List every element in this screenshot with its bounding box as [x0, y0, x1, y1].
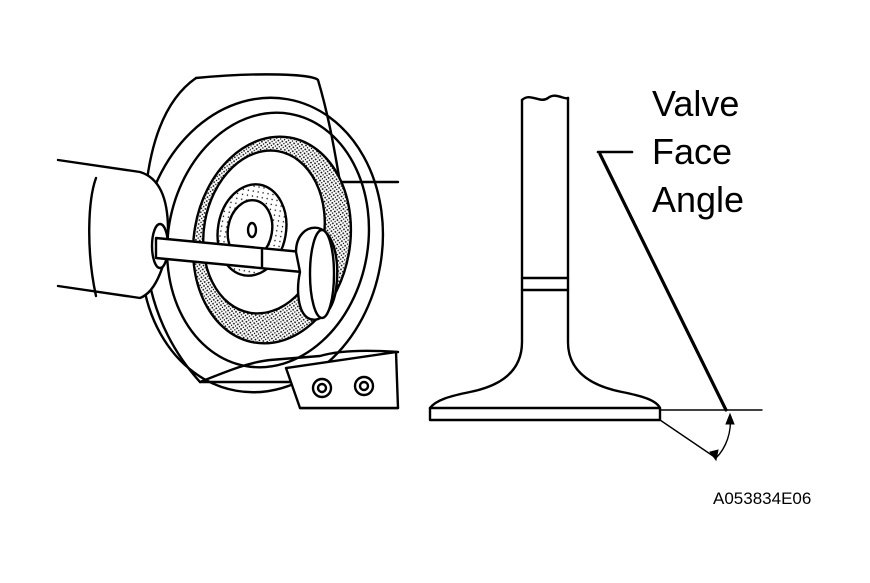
valve-profile — [428, 94, 662, 422]
valve-face-line — [598, 152, 728, 412]
valve-grinder-illustration — [56, 73, 400, 410]
arrow-up — [725, 412, 735, 425]
figure-code: A053834E06 — [713, 489, 812, 508]
valve-chuck — [56, 158, 170, 300]
valve-stem-outline — [428, 98, 524, 410]
valve-stem-top — [520, 94, 570, 102]
grinder-housing — [194, 73, 400, 184]
label-face: Face — [652, 131, 733, 172]
arrow-down — [709, 449, 719, 462]
valve-head-margin — [428, 406, 662, 422]
face-angle-indicator — [596, 150, 763, 462]
angle-extension-line — [659, 419, 717, 459]
machine-base — [284, 350, 400, 410]
label-angle: Angle — [652, 179, 745, 220]
label-valve: Valve — [652, 83, 740, 124]
